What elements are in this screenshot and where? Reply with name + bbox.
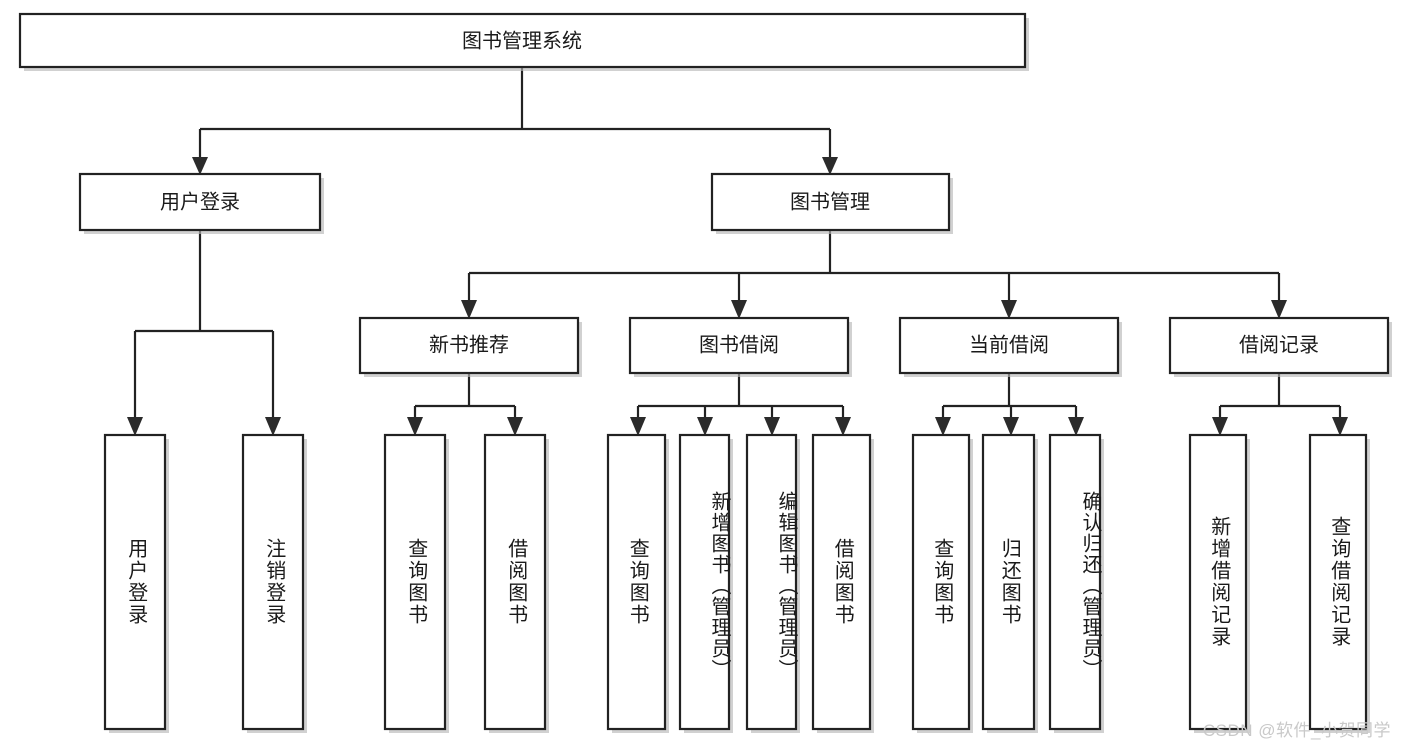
arrow-to-leaf-return-book (1003, 417, 1019, 436)
leaf-borrow-book-1-box[interactable] (483, 433, 547, 731)
book-borrow-label: 图书借阅 (699, 333, 779, 356)
current-borrow-box[interactable] (898, 316, 1120, 375)
node-root[interactable]: 图书管理系统 (18, 12, 1029, 71)
user-login-box[interactable] (78, 172, 322, 232)
arrow-to-book-manage (822, 157, 838, 175)
leaf-user-login-box[interactable] (103, 433, 167, 731)
arrow-to-borrow-record (1271, 300, 1287, 319)
arrow-to-leaf-borrow-book-2 (835, 417, 851, 436)
new-book-recommend-box[interactable] (358, 316, 580, 375)
book-manage-label: 图书管理 (790, 190, 870, 213)
leaf-add-book-box[interactable] (678, 433, 731, 731)
connector-layer (127, 67, 1348, 436)
node-book-manage[interactable]: 图书管理 (710, 172, 953, 234)
root-label: 图书管理系统 (462, 29, 582, 52)
arrow-to-user-login (192, 157, 208, 175)
leaf-confirm-return-box[interactable] (1048, 433, 1102, 731)
leaf-layer (103, 433, 1370, 733)
user-login-label: 用户登录 (160, 190, 240, 213)
arrow-to-leaf-query-book-1 (407, 417, 423, 436)
node-new-book-recommend[interactable]: 新书推荐 (358, 316, 582, 377)
leaf-query-record-box[interactable] (1308, 433, 1368, 731)
arrow-to-leaf-confirm-return (1068, 417, 1084, 436)
node-user-login[interactable]: 用户登录 (78, 172, 324, 234)
leaf-add-record-box[interactable] (1188, 433, 1248, 731)
leaf-query-book-1-box[interactable] (383, 433, 447, 731)
book-borrow-box[interactable] (628, 316, 850, 375)
root-box[interactable] (18, 12, 1027, 69)
arrow-to-leaf-borrow-book-1 (507, 417, 523, 436)
borrow-record-label: 借阅记录 (1239, 333, 1319, 356)
arrow-to-leaf-add-book (697, 417, 713, 436)
arrow-to-leaf-user-login (127, 417, 143, 436)
csdn-watermark: CSDN @软件_小贺同学 (1202, 721, 1391, 740)
arrow-to-new-book-recommend (461, 300, 477, 319)
current-borrow-label: 当前借阅 (969, 333, 1049, 356)
arrow-to-book-borrow (731, 300, 747, 319)
arrow-to-leaf-user-logout (265, 417, 281, 436)
node-book-borrow[interactable]: 图书借阅 (628, 316, 852, 377)
node-borrow-record[interactable]: 借阅记录 (1168, 316, 1392, 377)
arrow-to-leaf-add-record (1212, 417, 1228, 436)
new-book-recommend-label: 新书推荐 (429, 333, 509, 356)
arrow-to-leaf-query-book-3 (935, 417, 951, 436)
borrow-record-box[interactable] (1168, 316, 1390, 375)
leaf-query-book-2-box[interactable] (606, 433, 667, 731)
book-manage-box[interactable] (710, 172, 951, 232)
node-current-borrow[interactable]: 当前借阅 (898, 316, 1122, 377)
leaf-borrow-book-2-box[interactable] (811, 433, 872, 731)
leaf-return-book-box[interactable] (981, 433, 1036, 731)
leaf-edit-book-box[interactable] (745, 433, 798, 731)
arrow-to-leaf-query-record (1332, 417, 1348, 436)
arrow-to-current-borrow (1001, 300, 1017, 319)
leaf-user-logout-box[interactable] (241, 433, 305, 731)
arrow-to-leaf-edit-book (764, 417, 780, 436)
leaf-query-book-3-box[interactable] (911, 433, 971, 731)
arrow-to-leaf-query-book-2 (630, 417, 646, 436)
